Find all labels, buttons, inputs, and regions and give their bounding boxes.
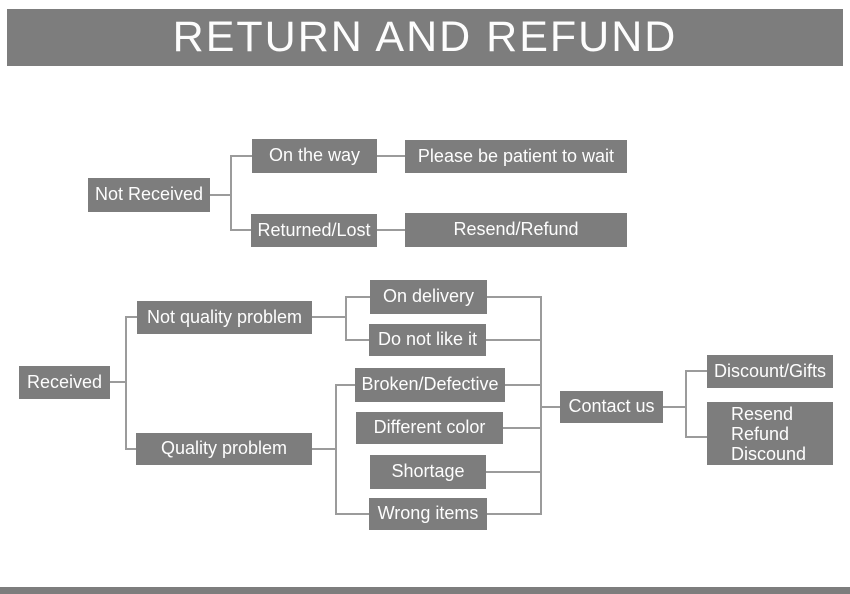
node-different-color: Different color [356,412,503,444]
node-resend-refund-discound-text: Resend Refund Discound [731,403,807,464]
node-on-the-way: On the way [252,139,377,173]
connector [230,155,252,157]
connector [345,339,369,341]
connector [486,339,542,341]
node-on-delivery: On delivery [370,280,487,314]
connector [540,406,560,408]
node-wrong-items: Wrong items [369,498,487,530]
node-not-quality-problem: Not quality problem [137,301,312,334]
connector [685,436,707,438]
footer-bar [0,587,850,594]
connector [487,513,542,515]
connector [345,296,347,341]
connector [685,370,707,372]
connector [486,471,542,473]
connector [125,316,127,450]
connector [335,384,355,386]
connector [335,384,337,515]
connector [487,296,542,298]
node-please-wait: Please be patient to wait [405,140,627,173]
connector [125,316,137,318]
connector [685,370,687,438]
node-quality-problem: Quality problem [136,433,312,465]
connector [505,384,542,386]
node-broken-defective: Broken/Defective [355,368,505,402]
connector [312,448,337,450]
connector [335,513,369,515]
connector [110,381,127,383]
connector [377,229,405,231]
node-not-received: Not Received [88,178,210,212]
node-shortage: Shortage [370,455,486,489]
header-bar: RETURN AND REFUND [7,9,843,66]
node-do-not-like-it: Do not like it [369,324,486,356]
node-resend-refund-discound: Resend Refund Discound [707,402,833,465]
connector [210,194,232,196]
connector [540,296,542,515]
page-title: RETURN AND REFUND [172,13,678,61]
node-returned-lost: Returned/Lost [251,214,377,247]
connector [230,155,232,231]
connector [377,155,405,157]
connector [230,229,251,231]
node-contact-us: Contact us [560,391,663,423]
node-resend-refund: Resend/Refund [405,213,627,247]
node-received: Received [19,366,110,399]
connector [663,406,687,408]
connector [125,448,136,450]
connector [345,296,370,298]
node-discount-gifts: Discount/Gifts [707,355,833,388]
connector [503,427,542,429]
connector [312,316,347,318]
